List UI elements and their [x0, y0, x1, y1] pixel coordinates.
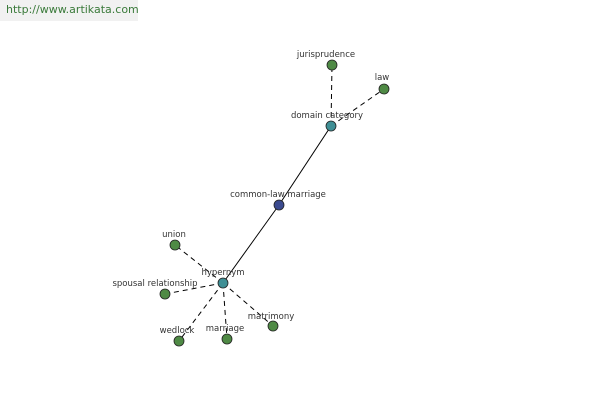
edge-hypernym-marriage [222, 282, 228, 340]
node-spousal-relationship[interactable]: spousal relationship [112, 279, 198, 300]
node-jurisprudence[interactable]: jurisprudence [296, 50, 355, 71]
node-marriage[interactable]: marriage [206, 324, 245, 345]
node-hypernym-dot[interactable] [217, 277, 229, 289]
edge-center-hypernym [222, 204, 280, 284]
node-marriage-label: marriage [206, 324, 245, 334]
node-center-label: common-law marriage [230, 190, 326, 200]
node-union-dot[interactable] [169, 239, 181, 251]
edge-hypernym-spousal-relationship [164, 282, 224, 295]
node-domain-category-dot[interactable] [325, 120, 337, 132]
node-law-dot[interactable] [378, 83, 390, 95]
node-law[interactable]: law [375, 73, 390, 95]
node-matrimony-dot[interactable] [267, 320, 279, 332]
node-domain-category-label: domain category [291, 111, 363, 121]
edge-center-domain-category [278, 125, 332, 206]
source-url-label[interactable]: http://www.artikata.com [0, 0, 138, 21]
node-jurisprudence-dot[interactable] [326, 59, 338, 71]
node-law-label: law [375, 73, 390, 83]
node-hypernym[interactable]: hypernym [201, 268, 245, 289]
node-wedlock-dot[interactable] [173, 335, 185, 347]
node-center-dot[interactable] [273, 199, 285, 211]
edge-domain-category-jurisprudence [330, 64, 333, 127]
node-matrimony[interactable]: matrimony [248, 312, 295, 332]
node-domain-category[interactable]: domain category [291, 111, 363, 132]
edge-hypernym-wedlock [178, 282, 224, 342]
node-jurisprudence-label: jurisprudence [296, 50, 355, 60]
edge-hypernym-union [174, 244, 224, 284]
edge-hypernym-matrimony [222, 282, 274, 327]
node-marriage-dot[interactable] [221, 333, 233, 345]
node-wedlock-label: wedlock [160, 326, 195, 336]
node-spousal-relationship-label: spousal relationship [112, 279, 197, 289]
node-center[interactable]: common-law marriage [230, 190, 326, 211]
node-union-label: union [162, 230, 186, 240]
node-matrimony-label: matrimony [248, 312, 295, 322]
node-hypernym-label: hypernym [201, 268, 244, 278]
node-wedlock[interactable]: wedlock [160, 326, 195, 347]
node-union[interactable]: union [162, 230, 186, 251]
node-spousal-relationship-dot[interactable] [159, 288, 171, 300]
graph-edges [164, 64, 385, 342]
edge-domain-category-law [330, 88, 385, 127]
